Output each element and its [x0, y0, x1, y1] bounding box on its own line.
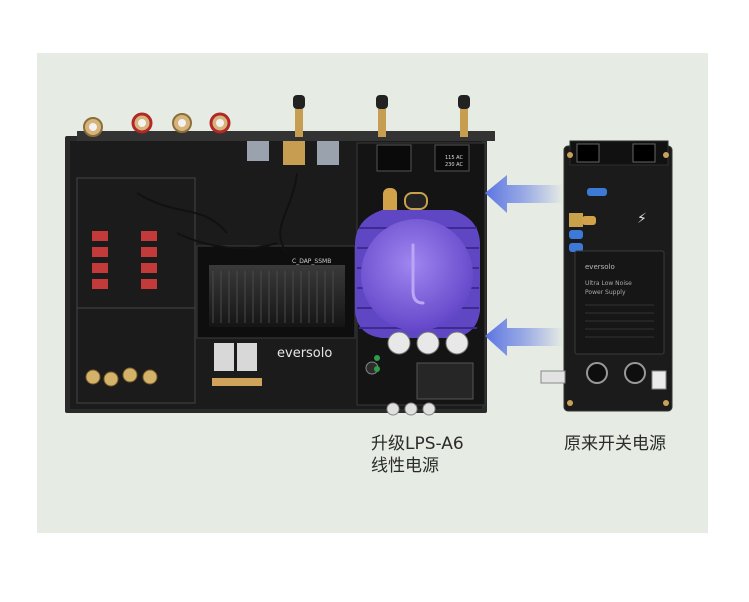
- dac-section: [76, 177, 196, 404]
- usb-port: [247, 141, 269, 161]
- relay-chips: [92, 231, 157, 289]
- power-label-2: 230 AC: [445, 162, 463, 168]
- psu-module: [574, 250, 665, 355]
- product-photo: C_DAP_SSMB eversolo 115 AC 230 AC: [65, 95, 673, 416]
- power-switch: [434, 144, 470, 172]
- regulator-heatsink: [416, 362, 474, 400]
- chip-sticker: [212, 378, 262, 386]
- module-title-2: Power Supply: [585, 289, 626, 296]
- ethernet-port: [317, 141, 339, 165]
- module-brand: eversolo: [585, 263, 615, 271]
- fuse: [582, 216, 596, 225]
- cable-connector: [540, 370, 566, 384]
- main-board: C_DAP_SSMB eversolo 115 AC 230 AC: [65, 95, 495, 416]
- rear-panel-rail: [77, 131, 495, 141]
- lightning-icon: ⚡: [637, 211, 647, 227]
- capacitor-icon: [587, 188, 607, 196]
- memory-chip: [214, 343, 234, 371]
- purple-heatsink-icon: [355, 210, 480, 338]
- coil: [404, 192, 428, 210]
- upgrade-caption-line1: 升级LPS-A6: [371, 434, 464, 454]
- original-caption: 原来开关电源: [564, 434, 666, 454]
- power-label-1: 115 AC: [445, 155, 463, 161]
- fuse: [569, 213, 583, 227]
- switching-psu-board: ⚡ eversolo Ultra Low Noise Power Supply: [540, 140, 673, 412]
- fuse: [383, 188, 397, 216]
- product-photo-panel: C_DAP_SSMB eversolo 115 AC 230 AC: [37, 53, 708, 533]
- capacitor-icon: [569, 230, 583, 239]
- optical-port: [283, 141, 305, 165]
- arrow-left-icon: [485, 175, 563, 213]
- capacitor-icon: [569, 243, 583, 252]
- capacitor-icon: [365, 331, 469, 416]
- upgrade-caption: 升级LPS-A6 线性电源: [371, 433, 464, 477]
- capacitor-icon: [586, 362, 646, 384]
- power-inlet: [376, 144, 412, 172]
- capacitor-icon: [85, 367, 158, 387]
- upgrade-caption-line2: 线性电源: [371, 456, 439, 476]
- memory-chip: [237, 343, 257, 371]
- output-connector: [651, 370, 667, 390]
- chip-label: C_DAP_SSMB: [292, 258, 331, 265]
- antenna-icon: [293, 95, 470, 137]
- arrow-left-icon: [485, 318, 563, 356]
- rca-connector-icon: [83, 112, 231, 137]
- heatsink-icon: C_DAP_SSMB: [196, 245, 356, 339]
- module-title-1: Ultra Low Noise: [585, 280, 632, 287]
- board-brand-text: eversolo: [277, 346, 332, 361]
